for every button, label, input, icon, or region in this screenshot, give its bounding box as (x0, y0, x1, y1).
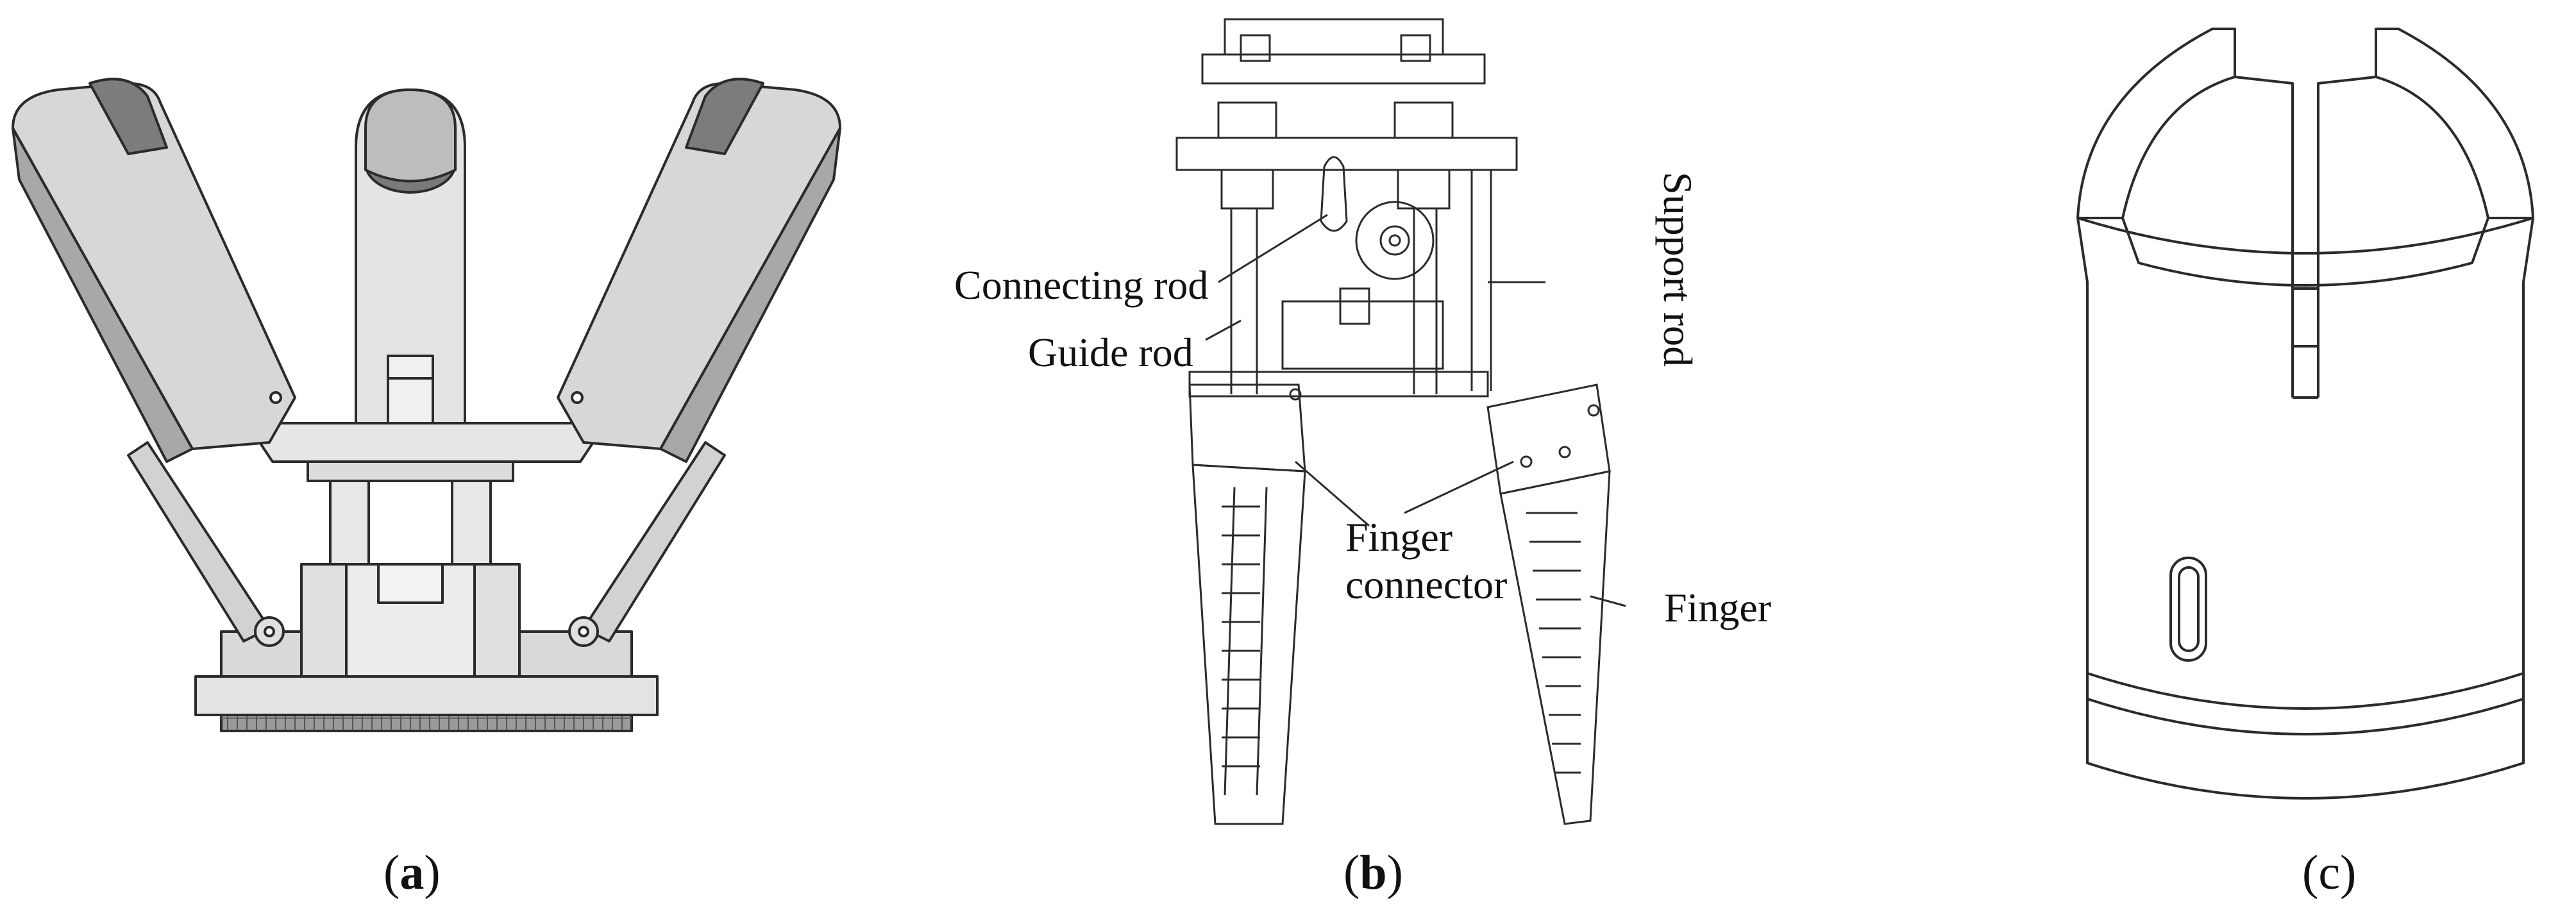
base-plate (194, 675, 659, 716)
caption-c: (c) (2302, 845, 2356, 901)
left-finger-connector (1188, 383, 1306, 473)
leader-guide-rod (1205, 319, 1242, 341)
caption-a: (a) (383, 845, 441, 901)
cap-dome-left (2076, 28, 2236, 219)
leader-finger-connector (1295, 460, 1514, 527)
label-finger: Finger (1664, 585, 1772, 630)
support-rod (1470, 170, 1492, 391)
caption-c-open: ( (2302, 846, 2319, 900)
caption-b-letter: b (1360, 846, 1387, 900)
caption-a-open: ( (383, 846, 400, 900)
top-platform (246, 422, 607, 463)
cap-slot (2169, 557, 2207, 662)
right-finger (1499, 470, 1611, 825)
panel-b-gripper-drawing (1175, 18, 1626, 825)
label-finger-connector-line2: connector (1345, 562, 1508, 607)
caption-b: (b) (1343, 845, 1403, 901)
caption-c-close: ) (2340, 846, 2357, 900)
caption-b-close: ) (1386, 846, 1403, 900)
right-finger (557, 78, 841, 647)
caption-a-close: ) (424, 846, 441, 900)
left-finger (12, 78, 296, 647)
base-gear-teeth (220, 714, 633, 732)
caption-a-letter: a (400, 846, 425, 900)
panel-a-gripper-render (12, 78, 841, 732)
right-finger-connector (1486, 383, 1611, 495)
panel-c-finger-cap (2076, 28, 2534, 800)
connecting-rod-shape (1320, 156, 1348, 232)
caption-b-open: ( (1343, 846, 1360, 900)
cap-body (2086, 282, 2525, 800)
cap-dome-right (2375, 28, 2534, 219)
gear (1355, 201, 1435, 280)
guide-rods (1230, 208, 1438, 394)
caption-c-letter: c (2318, 846, 2341, 900)
left-finger (1191, 464, 1306, 825)
label-guide-rod: Guide rod (1028, 330, 1193, 375)
leader-finger (1590, 595, 1626, 607)
label-support-rod: Support rod (1655, 172, 1701, 367)
upper-plate (1175, 137, 1518, 171)
label-finger-connector-line1: Finger (1345, 514, 1453, 560)
label-connecting-rod: Connecting rod (954, 262, 1209, 308)
leader-connecting-rod (1218, 214, 1328, 283)
